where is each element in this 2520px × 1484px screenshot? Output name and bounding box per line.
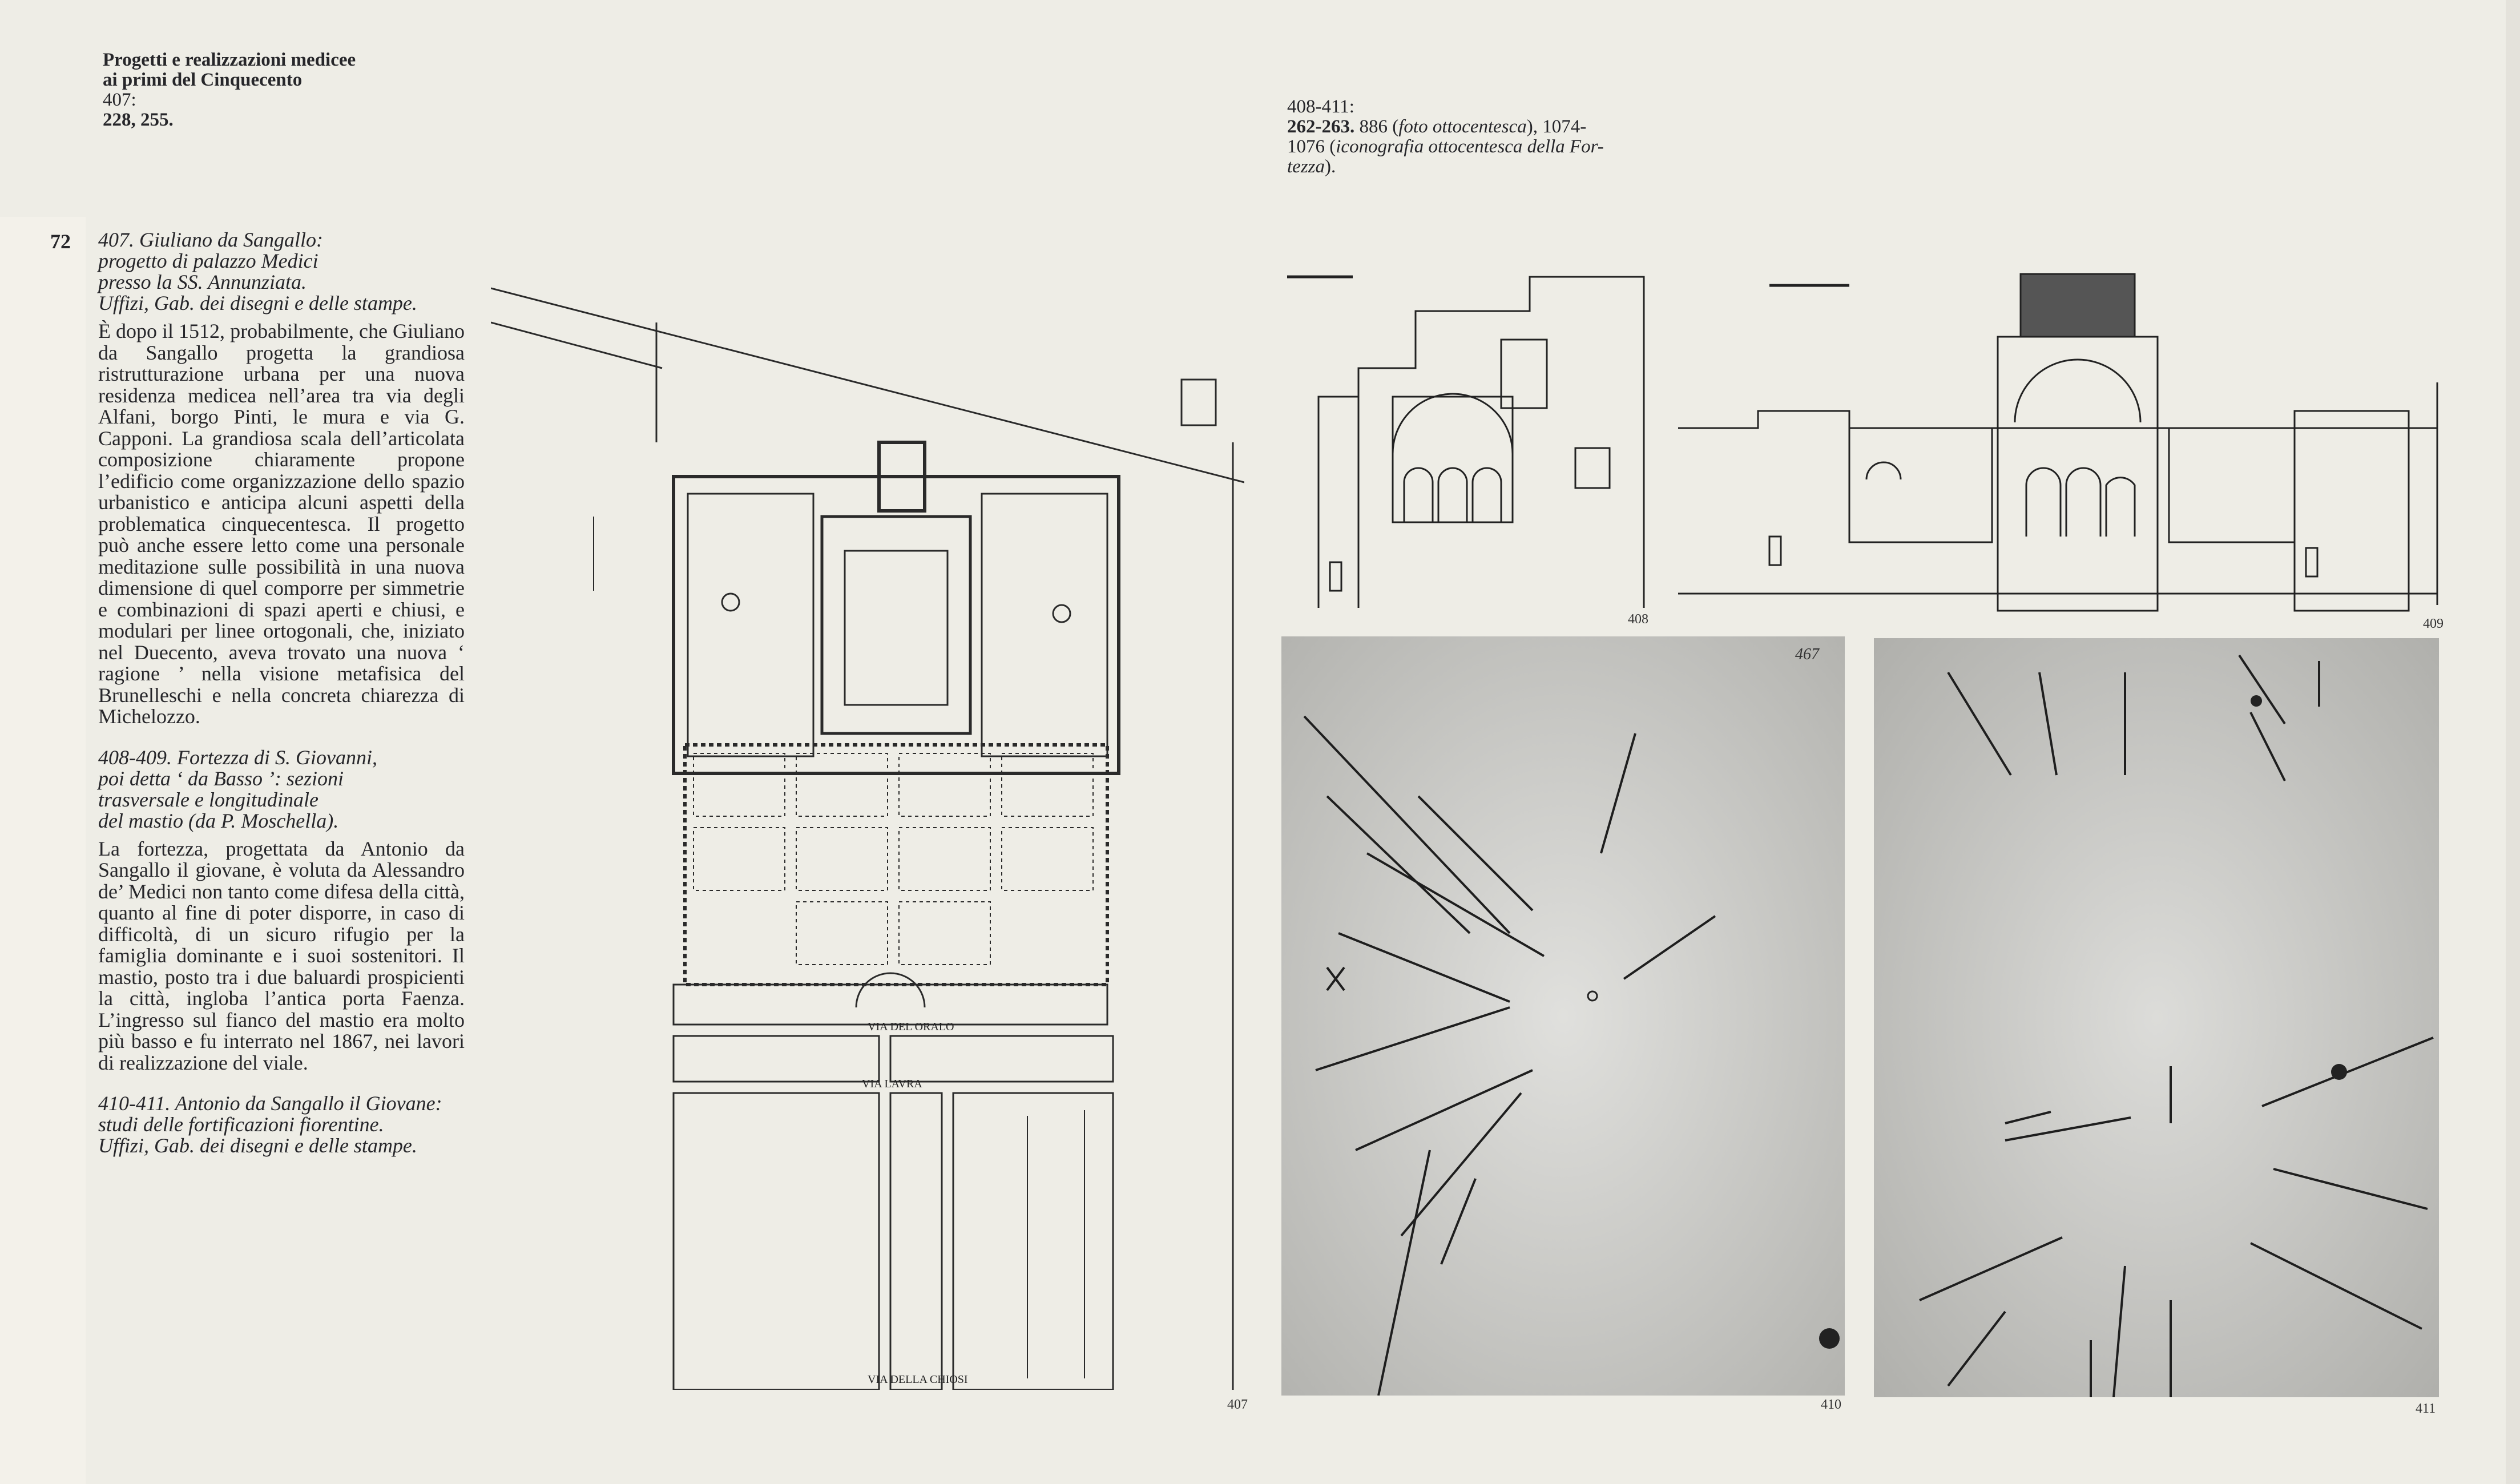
figure-408-section-drawing — [1287, 275, 1645, 608]
caption-408-409-body: La fortezza, progettata da Antonio da Sa… — [98, 837, 465, 1074]
section-title-line2: ai primi del Cinquecento — [103, 70, 303, 90]
ref-text: ), 1074- — [1526, 116, 1587, 137]
ref-italic: foto ottocentesca — [1398, 116, 1527, 137]
figure-label-410: 410 — [1821, 1397, 1841, 1412]
ref-label: 408-411: — [1287, 96, 1354, 117]
page-number: 72 — [50, 230, 71, 253]
caption-407-title: 407. Giuliano da Sangallo: progetto di p… — [98, 228, 417, 314]
caption-407-body: È dopo il 1512, probabilmente, che Giuli… — [98, 320, 465, 728]
figure-407-plan-drawing: VIA DEL ORALO VIA LAVRA VIA DELLA CHIOSI — [491, 287, 1244, 1390]
figure-410-fortification-study-photo: 467 — [1281, 636, 1845, 1396]
street-label: VIA LAVRA — [862, 1078, 922, 1090]
figure-409-section-drawing — [1678, 273, 2438, 612]
figure-label-407: 407 — [1227, 1397, 1248, 1412]
caption-408-409-title: 408-409. Fortezza di S. Giovanni, poi de… — [98, 745, 377, 832]
sheet-number: 467 — [1795, 646, 1820, 663]
ref-pages: 228, 255. — [103, 110, 174, 130]
header-right: 408-411: 262-263. 886 (foto ottocentesca… — [1287, 97, 1630, 177]
header-left: Progetti e realizzazioni medicee ai prim… — [103, 50, 356, 130]
street-label: VIA DEL ORALO — [868, 1021, 954, 1033]
page-margin-shade — [0, 217, 86, 1484]
ref-italic: iconografia ottocentesca della For- — [1336, 136, 1604, 157]
figure-label-408: 408 — [1628, 612, 1648, 627]
figure-label-411: 411 — [2416, 1401, 2436, 1416]
street-label: VIA DELLA CHIOSI — [868, 1373, 968, 1386]
ref-text: 1076 ( — [1287, 136, 1336, 157]
ref-text: ). — [1325, 156, 1336, 177]
ref-italic: tezza — [1287, 156, 1325, 177]
ref-text: 886 ( — [1354, 116, 1399, 137]
caption-column: 407. Giuliano da Sangallo: progetto di p… — [98, 229, 465, 1156]
figure-label-409: 409 — [2423, 616, 2444, 631]
caption-410-411-title: 410-411. Antonio da Sangallo il Giovane:… — [98, 1092, 442, 1157]
figure-411-fortification-study-photo — [1874, 638, 2439, 1397]
ref-label: 407: — [103, 90, 136, 110]
section-title-line1: Progetti e realizzazioni medicee — [103, 50, 356, 70]
ref-pages: 262-263. — [1287, 116, 1355, 137]
page-edge — [2506, 0, 2520, 1484]
